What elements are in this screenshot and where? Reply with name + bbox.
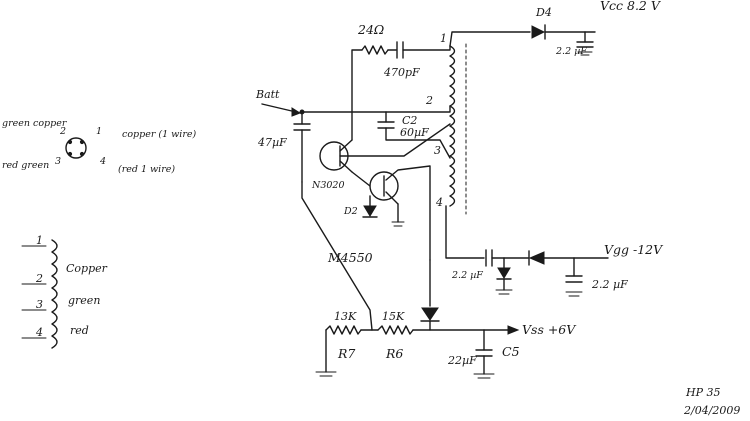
resistor-24-ohm [361,45,389,55]
battery-arrow [261,103,297,113]
resistor-r7 [325,325,362,335]
coil-key-pin-1: 1 [36,234,43,247]
snubber-left-wire [351,49,363,113]
q1-emitter [339,160,353,173]
wire-key-bottom-right: (red 1 wire) [118,164,175,175]
footer-note: HP 35 2/04/2009 [683,386,740,417]
footprint-pin [67,139,73,145]
battery-arrow-head [291,107,302,117]
q1-collector [339,139,353,152]
d2-body [363,205,377,217]
coil-key-copper: Copper [66,262,108,275]
transistor-q1: N3020 [311,123,451,191]
coil-key-pin-4: 4 [35,326,43,339]
vcc-cap-label: 2.2 µF [555,46,587,57]
footprint-number-2: 2 [59,126,66,137]
wire-key-top-left: green copper [2,118,68,129]
r6-value: 15K [382,310,405,323]
capacitor-c2: C2 60µF [377,111,451,159]
r6-name: R6 [385,346,403,361]
footprint-number-1: 1 [96,126,102,137]
diode-d4 [531,25,546,39]
c2-value: 60µF [400,126,429,139]
q1-base-wire [339,123,451,157]
wire-color-key: green copper red green 2 1 3 4 copper (1… [2,118,196,175]
snubber-right-wire [402,45,451,51]
resistor-24-ohm-label: 24Ω [357,22,384,37]
footprint-pin [79,139,85,145]
coil-key-red: red [70,324,89,337]
coil-key-winding [51,239,58,349]
capacitor-470pf-label: 470pF [383,66,420,79]
q2-base-wire [351,171,371,187]
vgg-clamp-diode [497,267,511,279]
c2-lead-bottom [385,127,451,159]
battery-input: Batt 47µF [255,88,451,183]
vcc-output: D4 Vcc 8.2 V 2.2 µF [449,0,662,57]
footprint-number-4: 4 [99,156,106,167]
r7-value: 13K [334,310,357,323]
diode-d4-label: D4 [535,6,552,19]
vss-label: Vss +6V [522,322,577,337]
vgg-label: Vgg -12V [604,242,664,257]
q2-emitter [385,191,399,205]
footprint-number-3: 3 [55,156,61,167]
coil-winding-key: 1 2 3 4 Copper green red [21,234,108,349]
c47-label: 47µF [257,136,287,149]
q1-label: N3020 [311,180,345,191]
transformer-pin-4: 4 [435,196,443,209]
footer-model: HP 35 [685,386,721,399]
d2-label: D2 [343,206,358,217]
coil-key-pin-2: 2 [35,272,43,285]
transformer-pin-1: 1 [440,32,447,45]
c5-value: 22µF [447,354,477,367]
transistor-q2: M4550 [327,165,431,265]
r7-name: R7 [337,346,355,361]
snubber-network: 24Ω 470pF [351,22,451,113]
footprint-pin [79,151,85,157]
c5-name: C5 [502,344,520,359]
vss-diode [421,307,439,321]
vss-output: 13K R7 15K R6 Vss +6V 22µF C5 [315,259,577,379]
transformer: 1 2 3 4 [425,32,467,215]
footer-date: 2/04/2009 [683,404,740,417]
wire-key-top-right: copper (1 wire) [122,129,196,140]
battery-label: Batt [255,88,280,101]
vgg-output: Vgg -12V 2.2 µF 2.2 µF [445,205,664,297]
transformer-pin-3: 3 [434,144,441,157]
wire-key-bottom-left: red green [2,160,49,171]
vgg-series-diode [528,251,545,265]
pin4-wire [445,205,485,259]
diode-d2: D2 [343,195,405,227]
q2-collector [385,165,431,261]
c2-name: C2 [402,114,417,127]
footprint-pin [67,151,73,157]
vcc-wire [449,31,531,47]
transformer-footprint-ring [65,137,87,159]
feedback-wire [301,181,373,331]
transformer-pin-2: 2 [425,94,433,107]
q2-label: M4550 [327,250,373,265]
vss-arrow-head [507,325,520,335]
vcc-label: Vcc 8.2 V [600,0,662,13]
vgg-cap-left-label: 2.2 µF [451,270,483,281]
resistor-r6 [377,325,414,335]
coil-key-green: green [68,294,100,307]
coil-key-pin-3: 3 [36,298,43,311]
vgg-cap-right-label: 2.2 µF [591,278,628,291]
transformer-winding [449,45,456,207]
